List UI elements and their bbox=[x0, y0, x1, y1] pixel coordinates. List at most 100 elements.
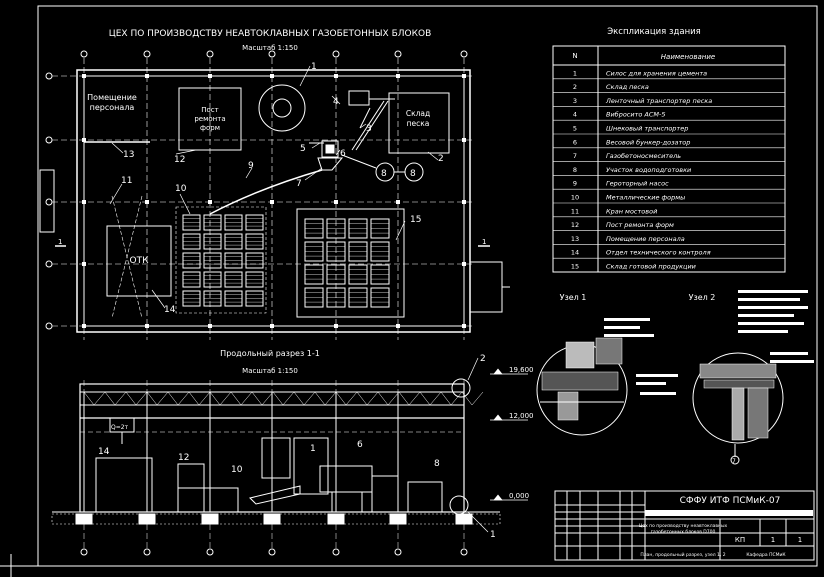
plan-callout-12: 12 bbox=[174, 155, 185, 165]
node-marker: 7 bbox=[732, 458, 736, 465]
explication-row-name: Ленточный транспортер песка bbox=[605, 97, 712, 105]
plan-callout-4: 4 bbox=[333, 97, 339, 107]
plan-callout-13: 13 bbox=[123, 150, 134, 160]
otk-section bbox=[95, 457, 153, 513]
plan-callout-3: 3 bbox=[366, 124, 372, 134]
gerotor-pump-line bbox=[209, 169, 323, 215]
explication-row-number: 12 bbox=[571, 221, 579, 229]
room-personnel-line2: персонала bbox=[90, 103, 135, 112]
plan-callout-7: 7 bbox=[296, 179, 302, 189]
plan-callout-2: 2 bbox=[438, 154, 444, 164]
cement-silo-symbol bbox=[258, 84, 306, 132]
node2-title: Узел 2 bbox=[689, 293, 716, 302]
mixer bbox=[317, 157, 344, 171]
stamp-sheets: 1 bbox=[798, 536, 802, 544]
section-mark-left: 1 bbox=[58, 238, 62, 246]
stamp-drawing-line2: газобетонных блоков D700 bbox=[651, 529, 716, 535]
room-personnel-line1: Помещение bbox=[87, 93, 137, 102]
explication-row-number: 9 bbox=[573, 180, 577, 188]
stacked-blocks bbox=[304, 218, 390, 308]
stamp-org: СФФУ ИТФ ПСМиК-07 bbox=[680, 496, 781, 506]
finished-goods-storage bbox=[296, 208, 405, 318]
room-otk: ОТК bbox=[130, 256, 150, 266]
footings bbox=[75, 513, 473, 525]
node-1-marker bbox=[449, 495, 469, 515]
explication-row-name: Участок водоподготовки bbox=[606, 166, 691, 174]
plan-callout-8a: 8 bbox=[381, 169, 387, 179]
floor-plan: ЦЕХ ПО ПРОИЗВОДСТВУ НЕАВТОКЛАВНЫХ ГАЗОБЕ… bbox=[39, 29, 510, 340]
explication-row-number: 14 bbox=[571, 249, 579, 257]
explication-row-name: Металлические формы bbox=[606, 194, 685, 202]
node1-title: Узел 1 bbox=[560, 293, 587, 302]
explication-row-number: 5 bbox=[573, 125, 577, 133]
explication-row-name: Весовой бункер-дозатор bbox=[606, 138, 690, 146]
forms-area bbox=[175, 206, 267, 314]
plan-callout-6: 6 bbox=[340, 149, 346, 159]
explication-row-number: 10 bbox=[571, 194, 579, 202]
explication-row-name: Кран мостовой bbox=[606, 207, 657, 215]
stamp-sheet-num: 1 bbox=[771, 536, 775, 544]
section-callout-14: 14 bbox=[98, 447, 110, 457]
sheet-frame bbox=[37, 5, 818, 567]
explication-header-name: Наименование bbox=[661, 53, 715, 61]
explication-row-number: 6 bbox=[573, 138, 577, 146]
explication-header-n: N bbox=[572, 52, 577, 60]
stamp-dept: Кафедра ПСМиК bbox=[746, 552, 786, 558]
batcher bbox=[321, 140, 339, 158]
section-mark-right: 1 bbox=[482, 238, 486, 246]
section-callout-2: 2 bbox=[480, 354, 486, 364]
plan-callout-15: 15 bbox=[410, 215, 421, 225]
plan-callout-11: 11 bbox=[121, 176, 132, 186]
explication-row-name: Склад готовой продукции bbox=[606, 263, 696, 271]
stamp-sheet-type: КП bbox=[735, 536, 745, 544]
otk-room bbox=[106, 225, 172, 297]
explication-row-name: Отдел технического контроля bbox=[606, 249, 711, 257]
node-leader-labels bbox=[604, 290, 814, 395]
longitudinal-section: Продольный разрез 1-1 Масштаб 1:150 Q=2т bbox=[51, 349, 534, 556]
plan-callout-9: 9 bbox=[248, 161, 254, 171]
sand-storage-room bbox=[388, 92, 450, 154]
section-title: Продольный разрез 1-1 bbox=[220, 349, 320, 358]
room-sand-line1: Склад bbox=[406, 109, 430, 118]
level-top: 19,600 bbox=[509, 366, 534, 374]
section-scale: Масштаб 1:150 bbox=[242, 367, 298, 375]
room-sand-line2: песка bbox=[407, 119, 430, 128]
metal-forms bbox=[182, 214, 264, 307]
section-callout-10: 10 bbox=[231, 465, 243, 475]
explication-title: Экспликация здания bbox=[607, 27, 701, 37]
repair-post-room bbox=[178, 87, 242, 151]
explication-row-name: Шнековый транспортер bbox=[606, 125, 688, 133]
explication-row-name: Героторный насос bbox=[606, 180, 669, 188]
explication-row-number: 1 bbox=[573, 69, 577, 77]
plan-outer-wall bbox=[76, 69, 471, 333]
explication-row-name: Виброситo АСМ-5 bbox=[606, 111, 666, 119]
node2-circle bbox=[692, 352, 784, 444]
roof-trusses bbox=[83, 391, 484, 512]
stamp-content: План, продольный разрез, узел 1, 2 bbox=[640, 551, 725, 558]
hoist-label: Q=2т bbox=[111, 424, 129, 431]
explication-row-number: 2 bbox=[573, 83, 577, 91]
explication-row-number: 11 bbox=[571, 207, 579, 215]
explication-row-name: Пост ремонта форм bbox=[606, 221, 674, 229]
section-axis-bubbles bbox=[80, 548, 468, 556]
plan-title: ЦЕХ ПО ПРОИЗВОДСТВУ НЕАВТОКЛАВНЫХ ГАЗОБЕ… bbox=[109, 29, 432, 39]
explication-row-name: Газобетоносмеситель bbox=[606, 152, 681, 160]
stamp-drawing-line1: Цех по производству неавтоклавных bbox=[639, 523, 728, 529]
level-mid: 12,000 bbox=[509, 412, 534, 420]
axis-bubbles bbox=[45, 50, 468, 330]
explication-row-number: 13 bbox=[571, 235, 579, 243]
plan-scale: Масштаб 1:150 bbox=[242, 44, 298, 52]
columns bbox=[82, 74, 466, 328]
water-section bbox=[407, 481, 443, 513]
plan-callout-8b: 8 bbox=[410, 169, 416, 179]
room-repair-line1: Пост bbox=[201, 106, 218, 114]
vibrosieve bbox=[348, 90, 370, 106]
plan-callout-14: 14 bbox=[164, 305, 176, 315]
explication-row-number: 3 bbox=[573, 97, 577, 105]
section-callout-8: 8 bbox=[434, 459, 440, 469]
explication-row-number: 4 bbox=[573, 111, 577, 119]
level-zero: 0,000 bbox=[509, 492, 529, 500]
